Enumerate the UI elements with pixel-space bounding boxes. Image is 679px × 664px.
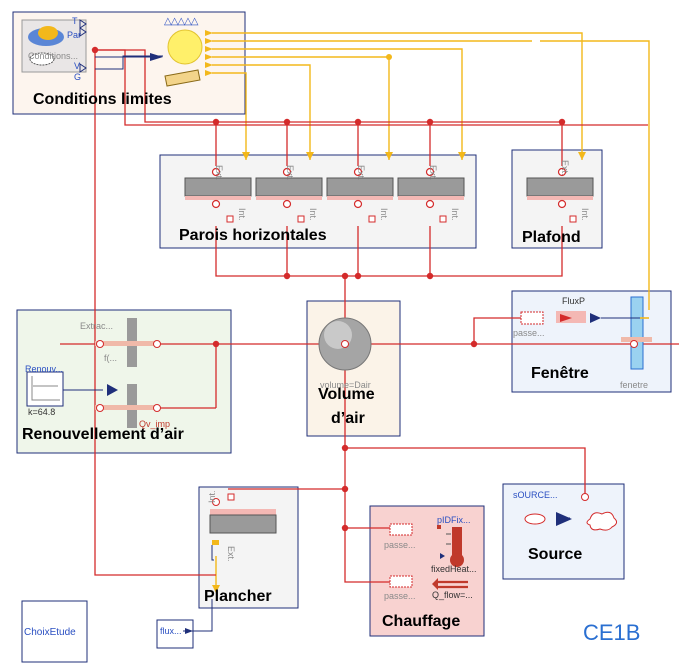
parois-int-4: Int. <box>450 208 460 221</box>
wall-port-circles <box>211 167 567 209</box>
parois-ext-2: Ext. <box>285 165 295 181</box>
plafond-int: Int. <box>580 208 590 221</box>
renouvellement-extrac: Extrac... <box>80 321 114 331</box>
parois-ext-1: Ext. <box>214 165 224 181</box>
renouvellement-title: Renouvellement d’air <box>22 426 184 443</box>
plancher-title: Plancher <box>204 588 272 605</box>
junction-dots <box>91 46 566 532</box>
plafond-ext: Ext. <box>560 160 570 176</box>
conditions-port-g: G <box>74 72 82 82</box>
renouvellement-qv: Qv_imp <box>139 419 171 429</box>
parois-walls <box>184 177 594 200</box>
yellow-input-arrows <box>212 152 586 593</box>
flux-arrow-icon <box>185 628 193 634</box>
weather-icon <box>21 19 87 73</box>
parois-ext-3: Ext. <box>356 165 366 181</box>
conditions-triangles: △△△△△ <box>164 16 198 27</box>
blue-arrow-icon <box>150 53 163 61</box>
flux-block[interactable] <box>156 619 194 649</box>
chauffage-passe-2: passe... <box>384 591 416 601</box>
volume-title-1: Volume <box>318 386 375 403</box>
source-label: sOURCE... <box>513 490 558 500</box>
plancher-wall <box>209 493 277 561</box>
yellow-junction <box>386 54 392 60</box>
fenetre-title: Fenêtre <box>531 365 589 382</box>
parois-int-1: Int. <box>237 208 247 221</box>
flux-title: flux... <box>160 626 182 636</box>
conditions-port-v: V <box>74 61 81 71</box>
sun-icon <box>167 29 203 65</box>
conditions-title: Conditions limites <box>33 91 172 108</box>
diagram-name: CE1B <box>583 620 641 645</box>
parois-int-2: Int. <box>308 208 318 221</box>
volume-title-2: d’air <box>331 410 365 427</box>
plancher-ext: Ext. <box>226 546 236 562</box>
choix-title: ChoixEtude <box>24 627 76 638</box>
plancher-int: Int. <box>207 490 217 503</box>
chauffage-devices <box>389 523 468 590</box>
conditions-port-par: Par <box>67 30 82 40</box>
fenetre-fluxp: FluxP <box>562 296 586 306</box>
source-title: Source <box>528 546 583 563</box>
red-wires <box>60 49 679 583</box>
chauffage-qflow: Q_flow=... <box>432 590 473 600</box>
plafond-title: Plafond <box>522 229 581 246</box>
choix-block[interactable] <box>21 600 88 663</box>
parois-title: Parois horizontales <box>179 227 327 244</box>
volume-sublabel: volume=Dair <box>320 380 371 390</box>
renouvellement-devices <box>26 318 161 428</box>
chauffage-fixed: fixedHeat... <box>431 564 477 574</box>
fenetre-label: fenetre <box>620 380 649 390</box>
renouvellement-f: f(... <box>104 353 117 363</box>
conditions-port-t: T <box>72 16 78 26</box>
parois-int-3: Int. <box>379 208 389 221</box>
source-block[interactable] <box>502 483 625 580</box>
source-devices <box>524 493 618 531</box>
chauffage-pid: pIDFix... <box>437 515 471 525</box>
yellow-wires <box>212 32 650 590</box>
fenetre-devices <box>520 296 652 370</box>
fenetre-passe: passe... <box>513 328 545 338</box>
volume-sphere-icon <box>318 317 372 371</box>
renouvellement-renouv: Renouv... <box>25 364 63 374</box>
yellow-output-ports <box>205 30 213 76</box>
renouvellement-k: k=64.8 <box>28 407 56 417</box>
wall-int-squares <box>226 215 577 223</box>
chauffage-passe-1: passe... <box>384 540 416 550</box>
parois-ext-4: Ext. <box>428 165 438 181</box>
surface-icon <box>164 69 201 87</box>
chauffage-title: Chauffage <box>382 613 461 630</box>
conditions-sublabel: Conditions... <box>28 51 79 61</box>
